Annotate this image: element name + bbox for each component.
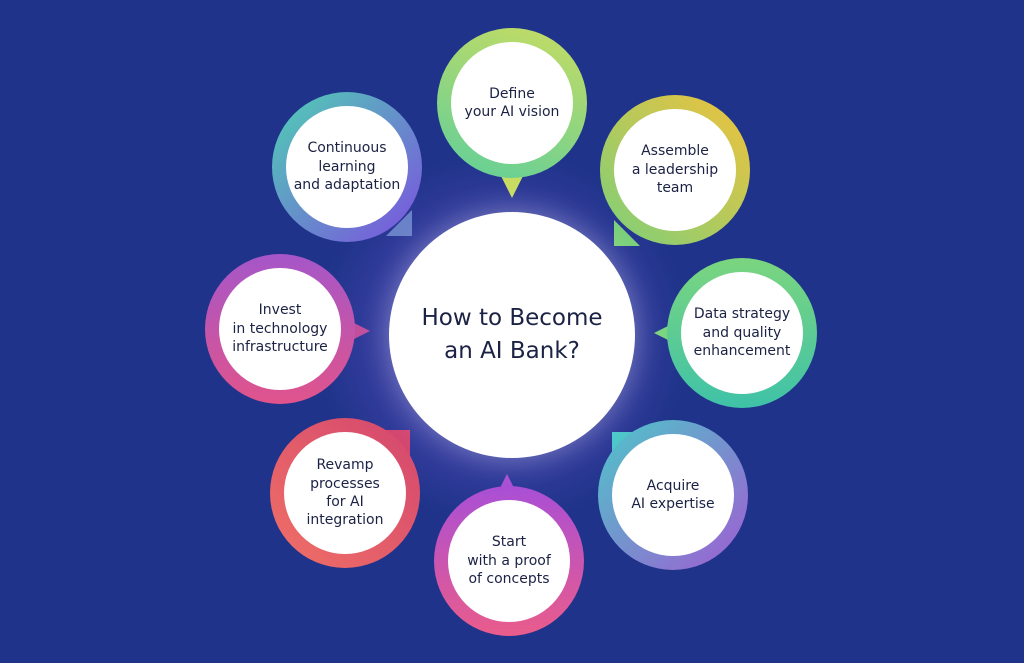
step-3-ring: Data strategy and quality enhancement [667, 258, 817, 408]
step-2-circle: Assemble a leadership team [614, 109, 736, 231]
step-8-label: Continuous learning and adaptation [293, 140, 401, 194]
center-title: How to Become an AI Bank? [421, 305, 603, 364]
step-6-circle: Revamp processes for AI integration [284, 432, 406, 554]
step-1-circle: Define your AI vision [451, 42, 573, 164]
step-2-label: Assemble a leadership team [631, 143, 719, 197]
step-3-label: Data strategy and quality enhancement [693, 306, 791, 360]
step-4-ring: Acquire AI expertise [598, 420, 748, 570]
step-2-ring: Assemble a leadership team [600, 95, 750, 245]
step-4-label: Acquire AI expertise [631, 477, 715, 512]
step-5-circle: Start with a proof of concepts [448, 500, 570, 622]
step-1-ring: Define your AI vision [437, 28, 587, 178]
step-6-ring: Revamp processes for AI integration [270, 418, 420, 568]
step-7-ring: Invest in technology infrastructure [205, 254, 355, 404]
step-5-ring: Start with a proof of concepts [434, 486, 584, 636]
step-6-label: Revamp processes for AI integration [306, 457, 384, 529]
step-7-circle: Invest in technology infrastructure [219, 268, 341, 390]
step-5-label: Start with a proof of concepts [467, 534, 551, 588]
step-3-circle: Data strategy and quality enhancement [681, 272, 803, 394]
step-8-ring: Continuous learning and adaptation [272, 92, 422, 242]
step-8-circle: Continuous learning and adaptation [286, 106, 408, 228]
step-4-circle: Acquire AI expertise [612, 434, 734, 556]
center-circle: How to Become an AI Bank? [389, 212, 635, 458]
step-7-label: Invest in technology infrastructure [232, 302, 328, 356]
step-1-label: Define your AI vision [464, 85, 560, 120]
